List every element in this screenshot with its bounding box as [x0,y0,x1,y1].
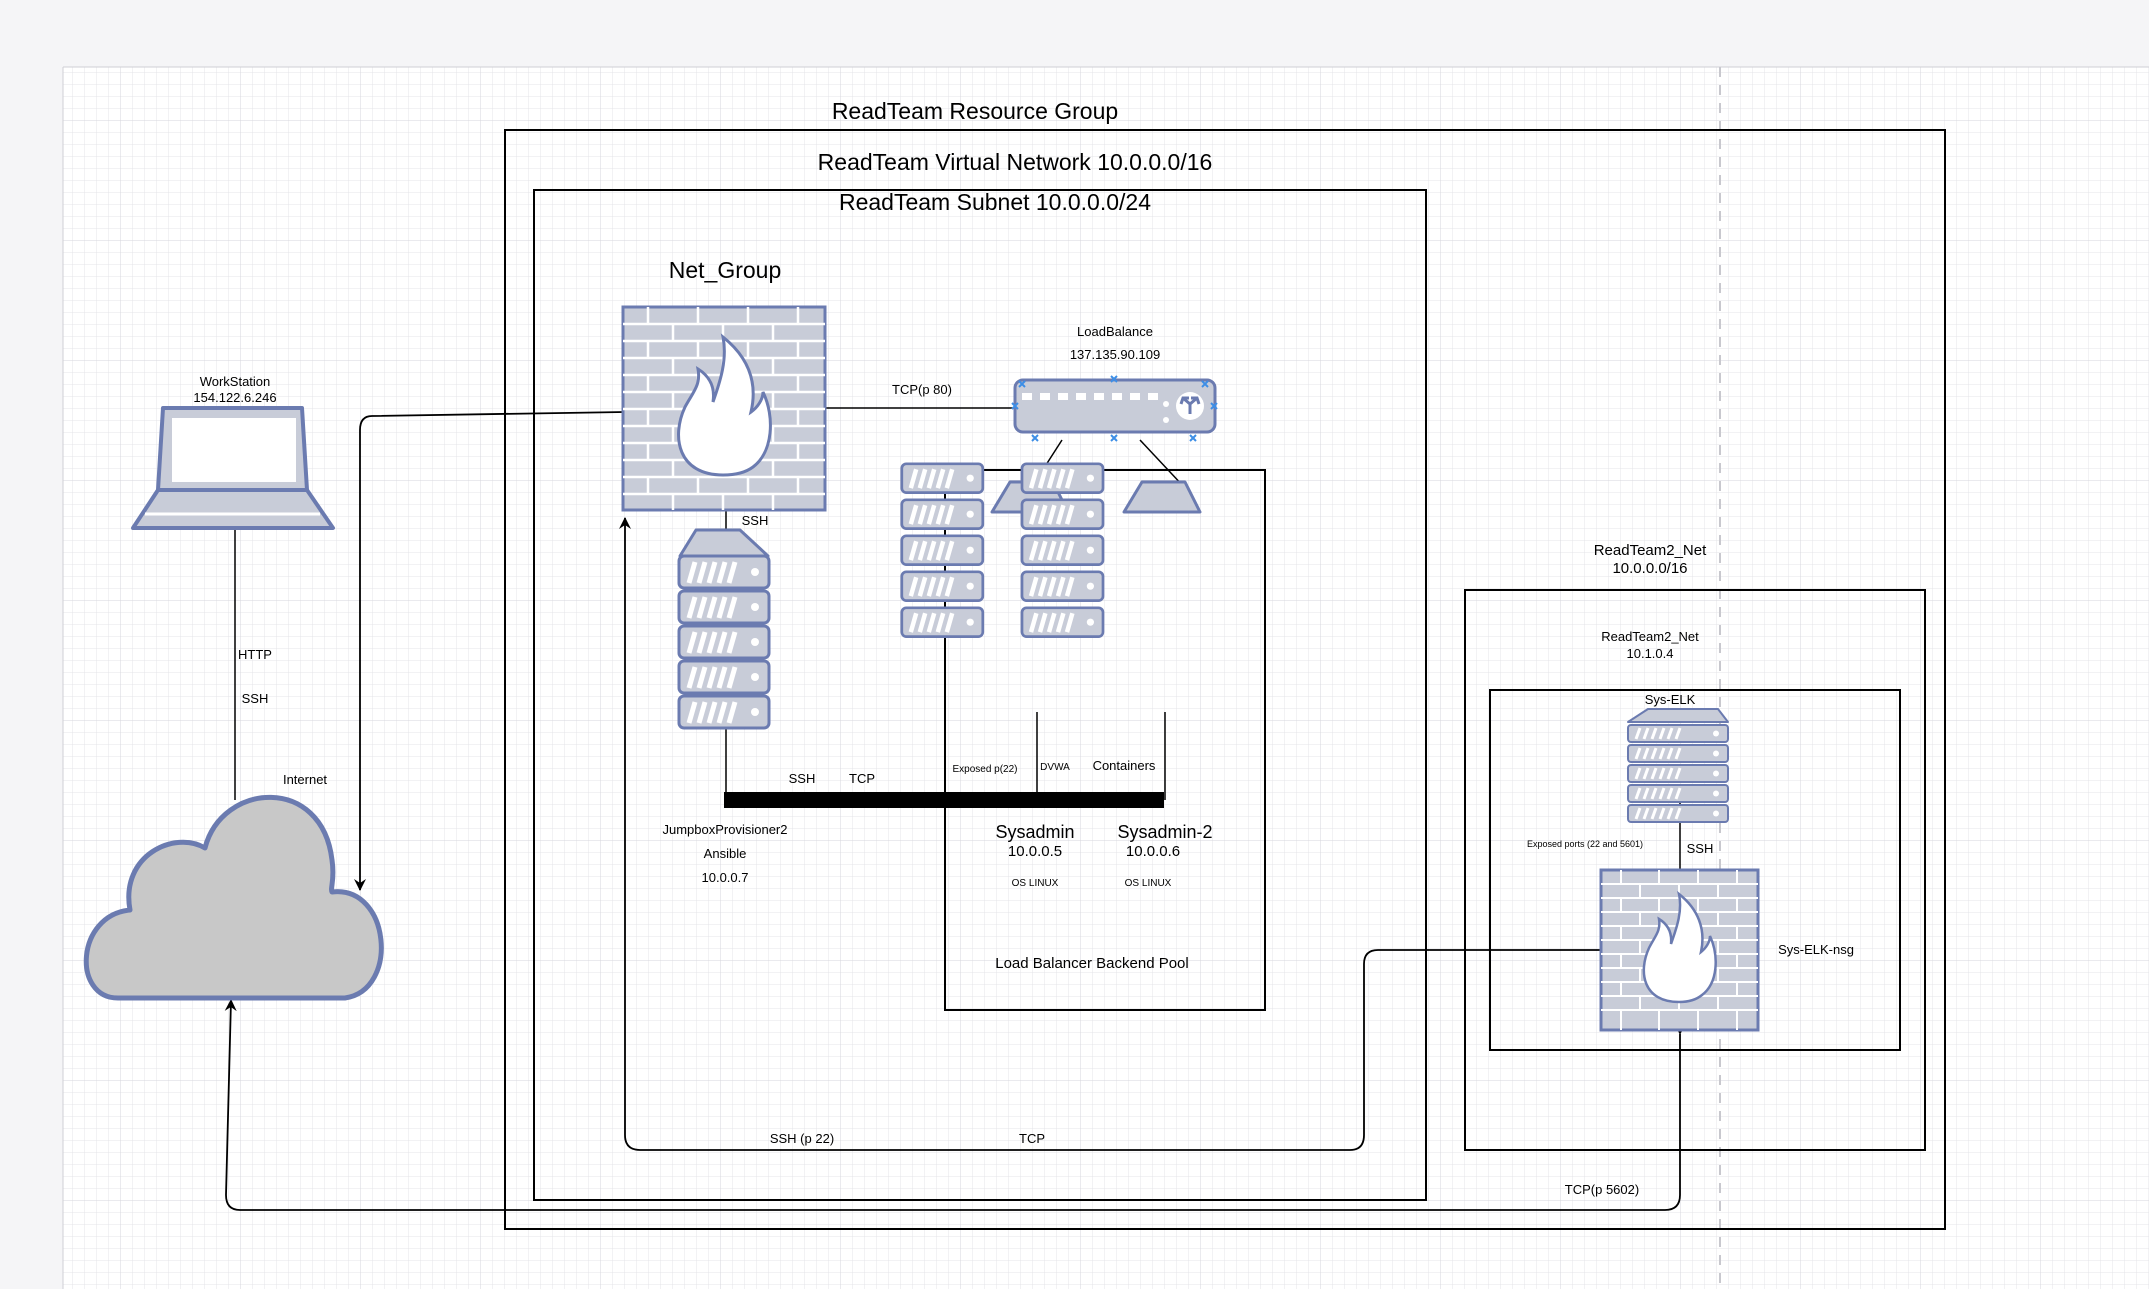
workstation-label: WorkStation [200,374,271,389]
arrow-workstation-firewall [354,405,637,891]
jumpbox-ip: 10.0.0.7 [702,870,749,885]
jumpbox-server-icon [679,528,769,728]
ssh-label-workstation: SSH [242,691,269,706]
sysadmin-os: OS LINUX [1012,878,1059,889]
rt2-net-cidr: 10.0.0.0/16 [1612,560,1687,577]
elk-ssh-label: SSH [1687,841,1714,856]
cloud-icon [83,794,384,1001]
subnet-title: ReadTeam Subnet 10.0.0.0/24 [839,189,1151,215]
http-label: HTTP [238,647,272,662]
firewall-icon [621,305,827,512]
sys-elk-label: Sys-ELK [1645,692,1696,707]
sysadmin-ip: 10.0.0.5 [1008,843,1062,860]
firewall-ssh-label: SSH [742,513,769,528]
loadbalancer-ip: 137.135.90.109 [1070,347,1160,362]
exposed-ports-label: Exposed ports (22 and 5601) [1527,839,1643,849]
workstation-ip: 154.122.6.246 [193,390,276,405]
bus-ssh-label: SSH [789,771,816,786]
dvwa-label: DVWA [1040,762,1070,773]
laptop-icon [131,406,335,530]
resource-group-title: ReadTeam Resource Group [832,98,1118,124]
internet-label: Internet [283,772,327,787]
vnet-title: ReadTeam Virtual Network 10.0.0.0/16 [818,149,1213,175]
rt2-inner-ip: 10.1.0.4 [1627,646,1674,661]
ssh-p22-label: SSH (p 22) [770,1131,834,1146]
load-balancer-icon [1011,375,1218,442]
exposed-p22-label: Exposed p(22) [952,764,1017,775]
sysadmin-name: Sysadmin [995,822,1074,842]
sys-elk-server-icon [1626,708,1730,824]
sysadmin-2-ip: 10.0.0.6 [1126,843,1180,860]
rt2-net-title: ReadTeam2_Net [1594,542,1707,559]
sysadmin-2-os: OS LINUX [1125,878,1172,889]
jumpbox-name: JumpboxProvisioner2 [662,822,787,837]
net-group-title: Net_Group [669,257,782,283]
network-bus [724,792,1164,808]
loadbalancer-label: LoadBalance [1077,324,1153,339]
containers-label: Containers [1093,758,1156,773]
sysadmin-2-name: Sysadmin-2 [1117,822,1212,842]
tcp-p5602-label: TCP(p 5602) [1565,1182,1639,1197]
sysadmin-2-server-icon [1022,464,1202,637]
arrow-ssh-p22-loop [619,517,1611,1151]
arrow-tcp-5602-loop [224,999,1686,1211]
bus-tcp-label: TCP [849,771,875,786]
sys-elk-nsg-label: Sys-ELK-nsg [1778,942,1854,957]
sys-elk-nsg-firewall-icon [1599,868,1760,1032]
bottom-tcp-label: TCP [1019,1131,1045,1146]
tcp-p80-label: TCP(p 80) [892,382,952,397]
rt2-inner-title: ReadTeam2_Net [1601,629,1699,644]
backend-pool-label: Load Balancer Backend Pool [995,955,1188,972]
jumpbox-sub: Ansible [704,846,747,861]
